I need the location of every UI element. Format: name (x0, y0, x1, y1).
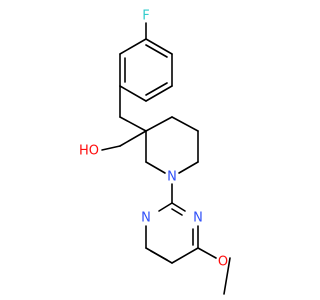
piperidine-ring (145, 116, 199, 174)
bond (119, 85, 147, 102)
bond (178, 161, 199, 174)
bond (145, 85, 173, 102)
atom-label-ring-nitrogen: N (167, 170, 177, 185)
bond-c-o-methoxy (197, 247, 217, 259)
molecule-structure: F HO N N N O (79, 9, 231, 295)
bond (145, 116, 173, 132)
bond (119, 38, 147, 55)
bond-c-oh (101, 145, 121, 151)
molecule-canvas: F HO N N N O (78, 8, 231, 295)
atom-label-pyrimidine-n1: N (193, 211, 203, 226)
atom-label-hydroxyl: HO (79, 144, 99, 159)
double-bond-inner (150, 250, 168, 261)
double-bond-inner (145, 82, 168, 96)
atom-label-fluorine: F (142, 9, 149, 24)
bond-benzyl-quat (119, 116, 147, 132)
double-bond-inner (145, 44, 168, 58)
bond-ch2oh (119, 130, 147, 147)
bond (145, 38, 173, 55)
atom-label-methoxy-oxygen: O (218, 255, 228, 270)
atom-label-pyrimidine-n3: N (141, 211, 151, 226)
pyrimidine-ring (145, 202, 199, 264)
double-bond-inner (171, 208, 183, 216)
bond (171, 116, 199, 132)
bond-o-methyl (223, 257, 231, 295)
bond (145, 161, 166, 174)
fluorophenyl-ring (119, 38, 173, 102)
bond (171, 202, 186, 212)
bond (171, 247, 199, 264)
bond (158, 202, 173, 212)
